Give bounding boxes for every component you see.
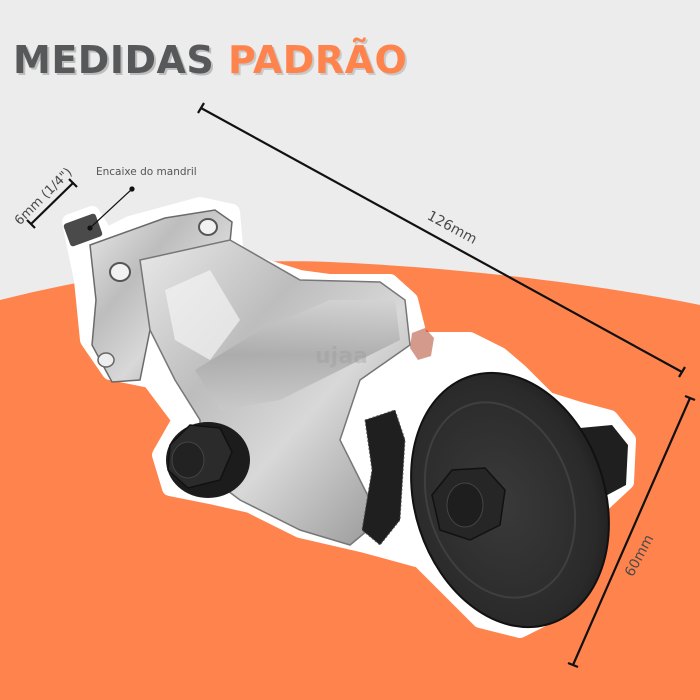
- nut-left: [166, 422, 250, 498]
- svg-text:ujaa: ujaa: [315, 344, 368, 369]
- dimension-line-6mm: [26, 178, 78, 229]
- dimension-line-126mm: [197, 102, 686, 378]
- leader-line-chuck: [87, 186, 135, 231]
- title-word-padrao: PADRÃO: [228, 38, 408, 82]
- hex-shank: [63, 213, 103, 247]
- title-word-medidas: MEDIDAS: [13, 38, 215, 82]
- dimension-line-60mm: [567, 394, 696, 669]
- product-image: ujaa: [62, 197, 636, 638]
- label-chuck-fitting: Encaixe do mandril: [96, 166, 197, 178]
- disc-pulley: [410, 371, 610, 629]
- page-title: MEDIDAS PADRÃO: [13, 35, 407, 85]
